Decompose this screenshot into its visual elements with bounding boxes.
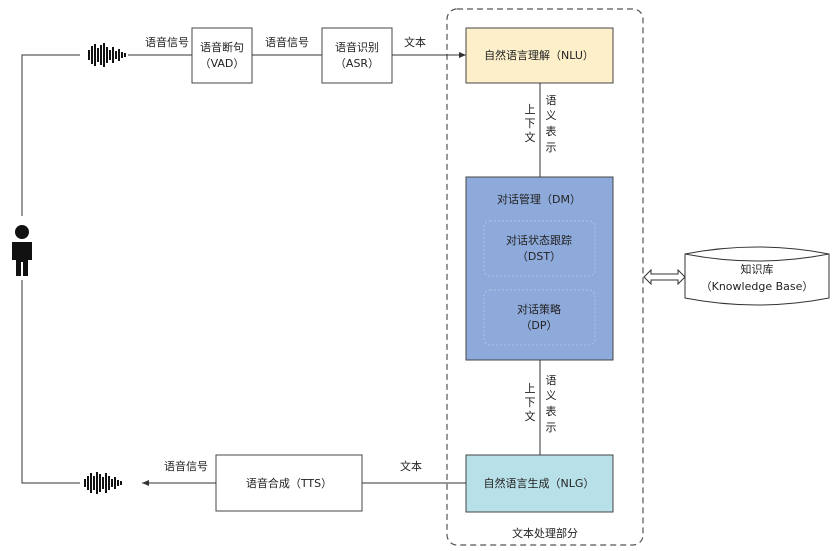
semantic-char-7: 表 (546, 404, 557, 418)
vad-node: 语音断句 （VAD） (191, 27, 253, 84)
dp-abbr: （DP） (520, 319, 557, 332)
person-icon (12, 225, 32, 276)
context-char-2: 下 (525, 117, 536, 130)
kb-english: （Knowledge Base） (701, 280, 814, 293)
dm-label: 对话管理（DM） (497, 192, 581, 206)
asr-node: 语音识别 （ASR） (321, 27, 393, 84)
label-speech-signal-1: 语音信号 (145, 35, 189, 49)
label-text-1: 文本 (404, 35, 426, 49)
semantic-char-5: 语 (546, 374, 557, 387)
tts-node: 语音合成（TTS） (215, 454, 363, 512)
knowledge-base-node: 知识库 （Knowledge Base） (684, 246, 830, 306)
label-speech-signal-3: 语音信号 (164, 459, 208, 473)
dp-name: 对话策略 (517, 302, 561, 316)
semantic-char-4: 示 (546, 141, 557, 154)
semantic-char-2: 义 (546, 109, 557, 122)
soundwave-icon (84, 472, 122, 494)
nlg-node: 自然语言生成（NLG） (465, 454, 614, 513)
context-char-6: 文 (525, 409, 536, 423)
label-speech-signal-2: 语音信号 (265, 35, 309, 49)
semantic-char-6: 义 (546, 389, 557, 402)
dm-node: 对话管理（DM） 对话状态跟踪 （DST） 对话策略 （DP） (465, 176, 614, 361)
context-char-5: 下 (525, 396, 536, 409)
dst-abbr: （DST） (517, 250, 561, 263)
soundwave-icon (88, 43, 126, 67)
text-processing-group (446, 8, 644, 546)
nlu-label: 自然语言理解（NLU） (484, 48, 594, 62)
tts-label: 语音合成（TTS） (246, 476, 332, 490)
context-char-1: 上 (525, 103, 536, 116)
dp-subnode (483, 289, 596, 346)
asr-name: 语音识别 (335, 40, 379, 54)
kb-name: 知识库 (741, 262, 774, 276)
user-to-input-line (21, 54, 80, 216)
output-to-user-line (21, 280, 80, 484)
dm-kb-double-arrow (643, 268, 686, 286)
group-label: 文本处理部分 (512, 526, 578, 540)
semantic-char-8: 示 (546, 421, 557, 434)
nlg-label: 自然语言生成（NLG） (484, 476, 595, 490)
semantic-char-1: 语 (546, 94, 557, 107)
vad-abbr: （VAD） (200, 57, 245, 70)
asr-abbr: （ASR） (335, 57, 379, 70)
vad-name: 语音断句 (200, 40, 244, 54)
nlu-node: 自然语言理解（NLU） (465, 27, 614, 84)
context-char-3: 文 (525, 130, 536, 144)
semantic-char-3: 表 (546, 124, 557, 138)
dst-name: 对话状态跟踪 (506, 233, 572, 247)
context-char-4: 上 (525, 382, 536, 395)
label-text-2: 文本 (400, 459, 422, 473)
dst-subnode (483, 220, 596, 277)
